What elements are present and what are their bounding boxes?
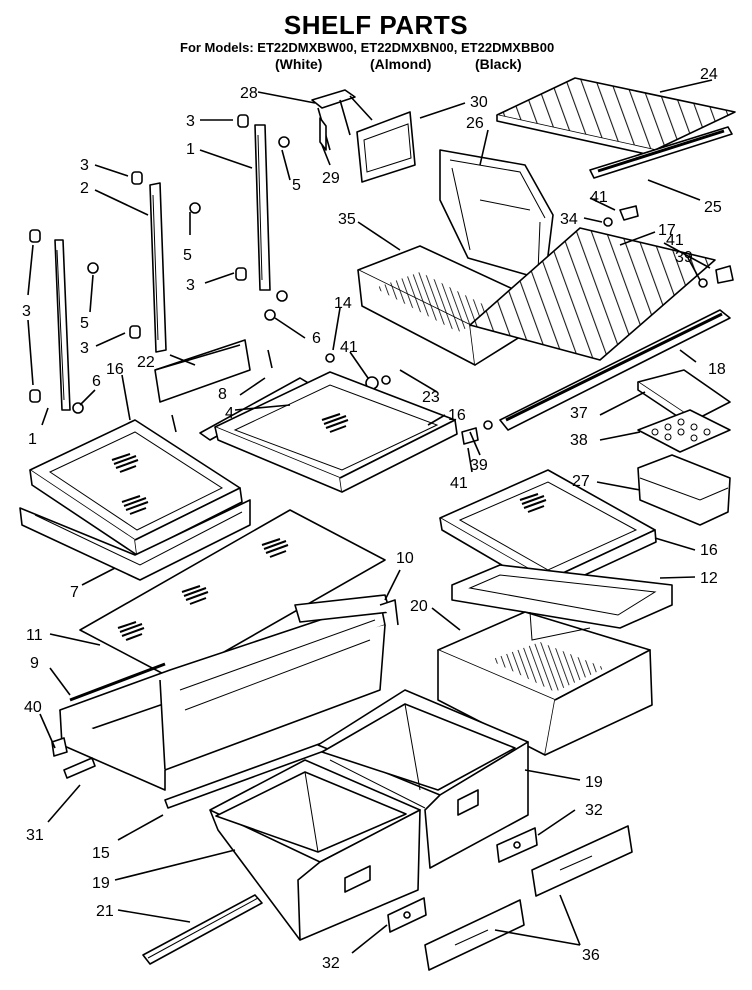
wire-shelf-24: [496, 77, 736, 179]
callout: 26: [466, 115, 484, 132]
callout: 28: [240, 85, 258, 102]
callout: 36: [582, 947, 600, 964]
callout: 19: [92, 875, 110, 892]
callout: 10: [396, 550, 414, 567]
callout: 7: [70, 584, 79, 601]
callout: 25: [704, 199, 722, 216]
callout: 19: [585, 774, 603, 791]
callout: 29: [322, 170, 340, 187]
glass-shelf-16-center: [214, 371, 458, 493]
callout: 12: [700, 570, 718, 587]
callout: 27: [572, 473, 590, 490]
callout: 34: [560, 211, 578, 228]
color-almond: (Almond): [370, 56, 432, 72]
callout: 32: [585, 802, 603, 819]
shelf-frame-12: [451, 564, 673, 629]
callout: 24: [700, 66, 718, 83]
callout: 2: [80, 180, 89, 197]
diagram-title: SHELF PARTS: [283, 10, 469, 40]
wire-shelf-17: [469, 227, 731, 431]
bracket-28-29-30: [311, 89, 416, 183]
callout: 32: [322, 955, 340, 972]
models-line: For Models: ET22DMXBW00, ET22DMXBN00, ET…: [180, 40, 555, 55]
callout: 6: [92, 373, 101, 390]
callout: 31: [26, 827, 44, 844]
callout: 21: [96, 903, 114, 920]
callout: 3: [80, 340, 89, 357]
callout: 35: [338, 211, 356, 228]
callout: 30: [470, 94, 488, 111]
callout: 4: [225, 405, 234, 422]
leader-lines: [27, 79, 713, 954]
callout: 6: [312, 330, 321, 347]
callout: 3: [186, 277, 195, 294]
callout: 23: [422, 389, 440, 406]
crisper-cover-11: [59, 509, 399, 791]
callout: 5: [292, 177, 301, 194]
color-white: (White): [275, 56, 323, 72]
callout: 37: [570, 405, 588, 422]
shelf-frame-7: [19, 499, 251, 581]
callout: 41: [590, 189, 608, 206]
callout: 17: [658, 222, 676, 239]
callout: 40: [24, 699, 42, 716]
callout: 3: [80, 157, 89, 174]
callout: 38: [570, 432, 588, 449]
butter-and-egg-parts: [637, 369, 731, 526]
callout: 9: [30, 655, 39, 672]
callout: 14: [334, 295, 352, 312]
callout: 41: [340, 339, 358, 356]
page-header: SHELF PARTS For Models: ET22DMXBW00, ET2…: [0, 0, 752, 80]
pan-20: [437, 611, 653, 756]
drawer-19-front: [209, 759, 421, 941]
drawer-19-rear: [317, 689, 529, 869]
callout: 1: [28, 431, 37, 448]
callout: 3: [22, 303, 31, 320]
callout: 5: [80, 315, 89, 332]
callout: 11: [26, 627, 43, 644]
rail-21: [142, 894, 263, 965]
shelf-standards: [29, 114, 290, 414]
callout: 16: [106, 361, 124, 378]
callout: 5: [183, 247, 192, 264]
glass-shelf-16-left: [29, 419, 243, 556]
callout-numbers: 28 30 3 1 24 26 5 29 3 2 25 41 35 34 17 …: [22, 66, 726, 972]
callout: 8: [218, 386, 227, 403]
callout: 15: [92, 845, 110, 862]
callout: 20: [410, 598, 428, 615]
callout: 22: [137, 354, 155, 371]
callout: 39: [470, 457, 488, 474]
callout: 3: [186, 113, 195, 130]
color-black: (Black): [475, 56, 522, 72]
callout: 41: [666, 232, 684, 249]
small-hardware: [365, 205, 734, 445]
callout: 41: [450, 475, 468, 492]
callout: 16: [700, 542, 718, 559]
callout: 16: [448, 407, 466, 424]
callout: 1: [186, 141, 195, 158]
trim-32-36: [387, 825, 633, 971]
callout: 18: [708, 361, 726, 378]
shelf-frame-26: [439, 149, 554, 281]
callout: 39: [675, 249, 693, 266]
